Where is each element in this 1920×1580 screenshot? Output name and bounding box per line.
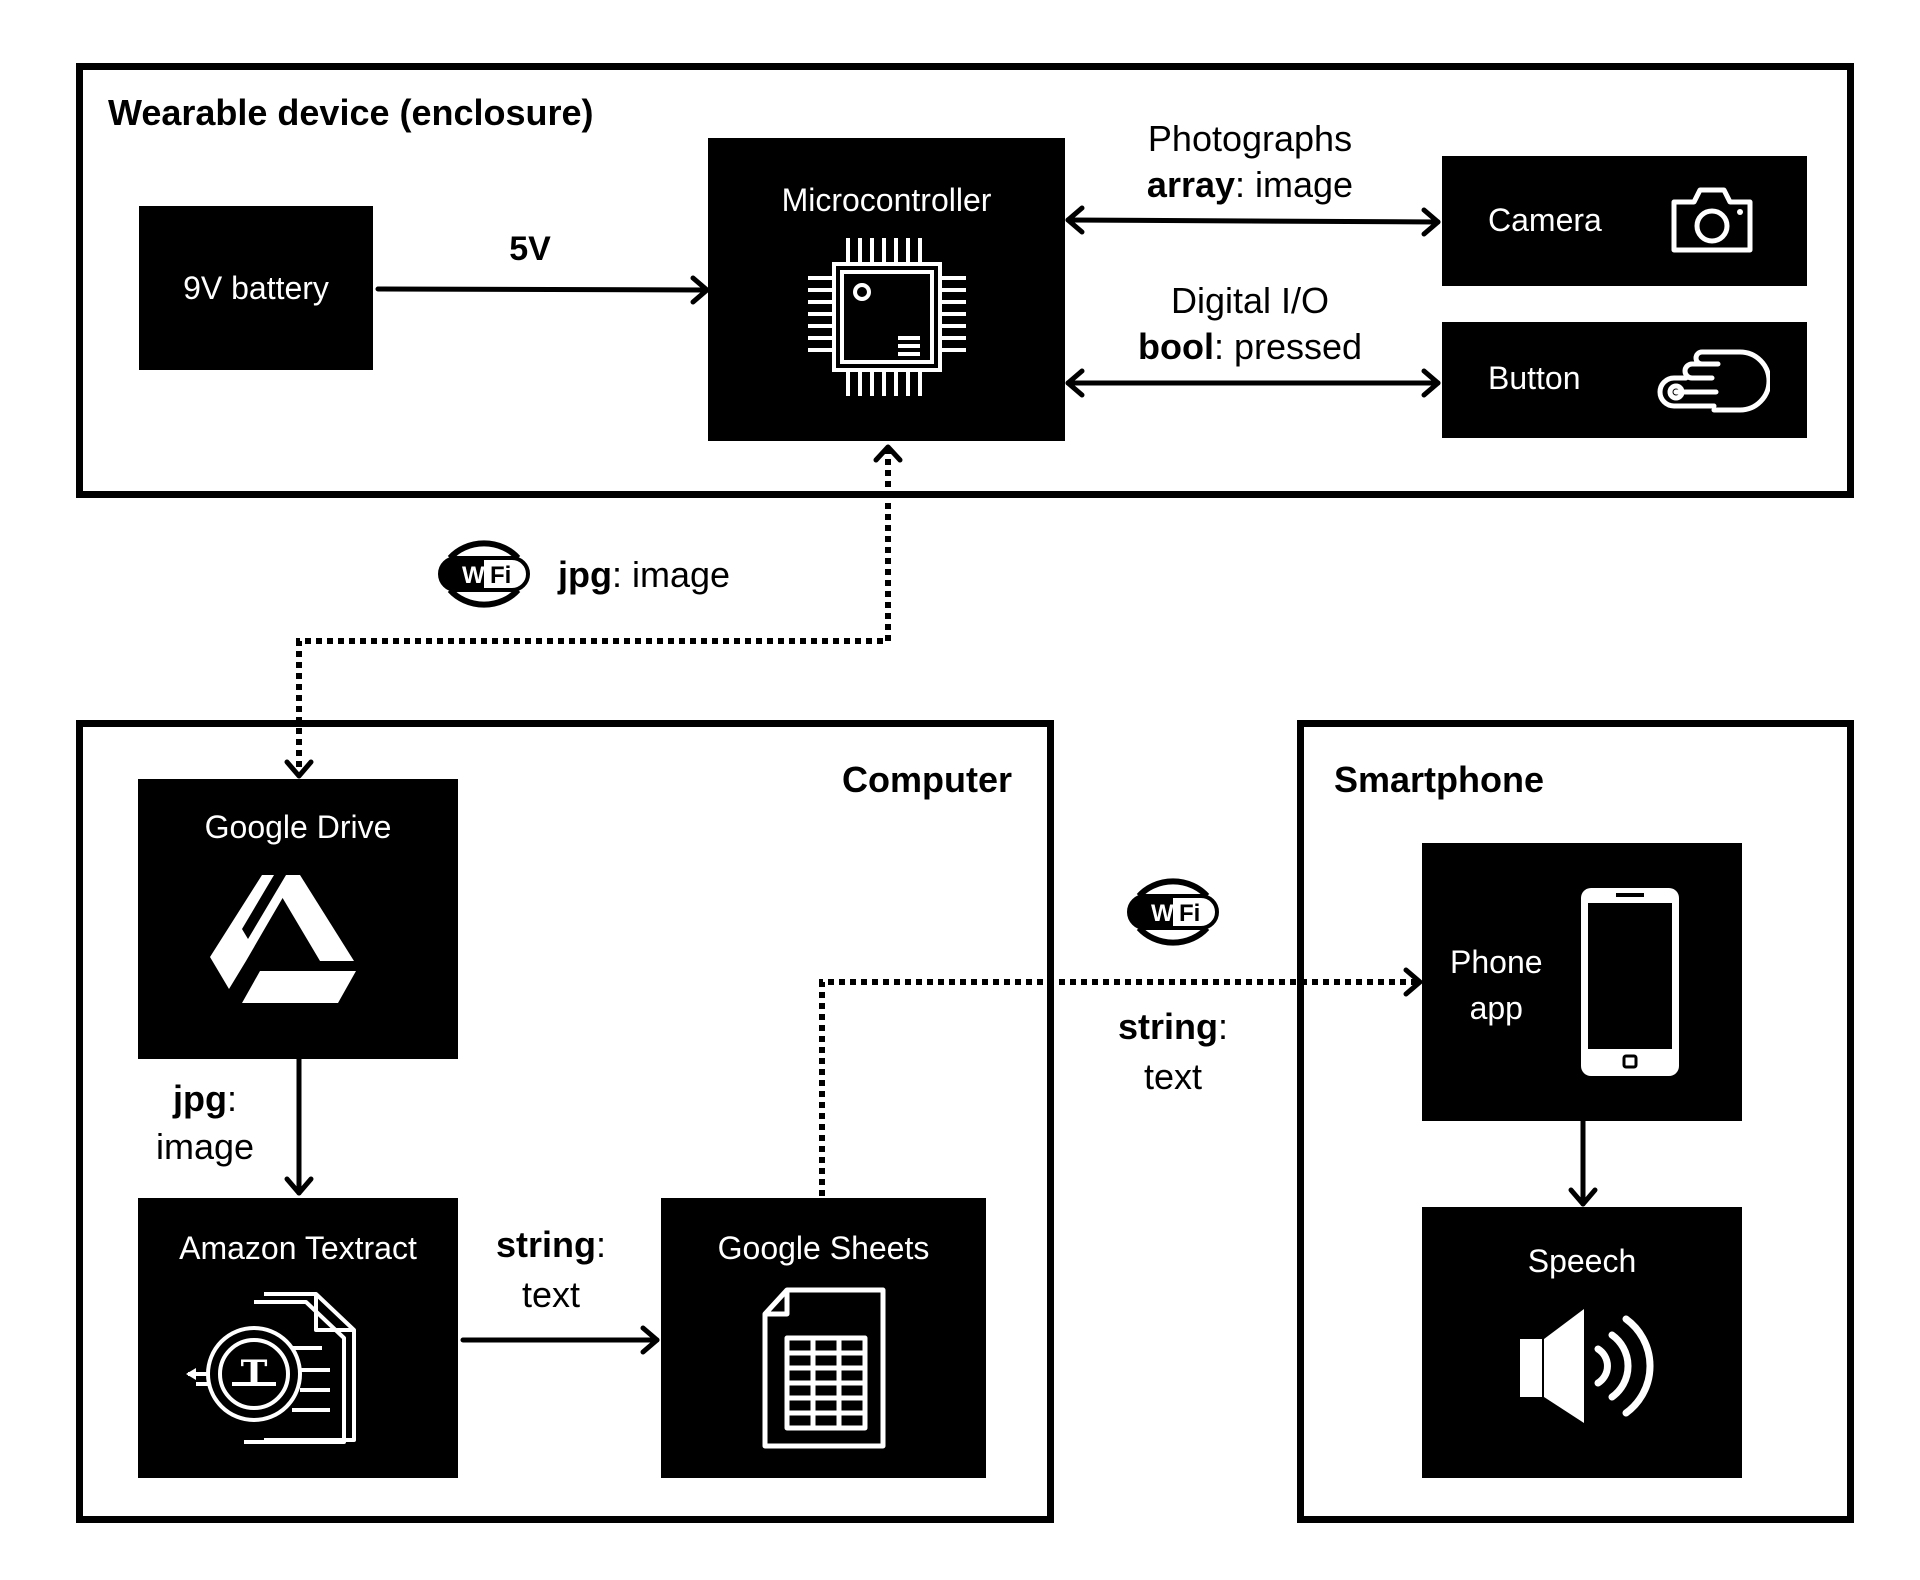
phone-app-label-line2: app xyxy=(1469,990,1523,1026)
pointing-hand-icon xyxy=(1657,349,1770,413)
speaker-icon xyxy=(1520,1309,1654,1423)
smartphone-icon xyxy=(1581,888,1679,1076)
battery-label: 9V battery xyxy=(183,270,329,306)
google-sheets-block: Google Sheets xyxy=(661,1198,986,1478)
svg-text:T: T xyxy=(241,1353,268,1395)
sheets-to-phone-type: string: xyxy=(1117,1006,1229,1047)
wifi-right-text: Fi xyxy=(1179,900,1200,927)
button-label: Button xyxy=(1488,360,1581,396)
wifi-mcu-drive-line xyxy=(296,448,891,772)
google-sheets-label: Google Sheets xyxy=(717,1230,930,1266)
google-drive-label: Google Drive xyxy=(204,809,392,845)
amazon-textract-block: Amazon Textract T xyxy=(138,1198,458,1478)
google-drive-icon xyxy=(210,875,356,1003)
drive-to-textract-value: image xyxy=(155,1126,255,1167)
sheets-to-phone-value: text xyxy=(1143,1056,1203,1097)
camera-connection-type: array: image xyxy=(1146,164,1354,205)
chip-icon xyxy=(808,238,966,396)
spreadsheet-icon xyxy=(762,1287,886,1449)
camera-connection-title: Photographs xyxy=(1147,118,1353,159)
drive-to-textract-label: jpg: image xyxy=(150,1075,260,1171)
wearable-device-title: Wearable device (enclosure) xyxy=(108,92,594,133)
wifi-icon: Wi Fi xyxy=(1127,878,1219,946)
textract-document-icon: T xyxy=(186,1292,356,1444)
battery-to-mcu-arrow xyxy=(375,286,709,293)
textract-to-sheets-label: string: text xyxy=(486,1220,616,1320)
button-connection-type: bool: pressed xyxy=(1137,326,1363,367)
camera-block: Camera xyxy=(1442,156,1807,286)
wifi-icon: Wi Fi xyxy=(438,540,530,608)
battery-voltage-label: 5V xyxy=(509,230,551,268)
microcontroller-block: Microcontroller xyxy=(708,138,1065,441)
sheets-to-phone-label: string: text xyxy=(1108,1002,1238,1102)
speech-block: Speech xyxy=(1422,1207,1742,1478)
button-connection-title: Digital I/O xyxy=(1170,280,1330,321)
phone-app-block: Phone app xyxy=(1422,843,1742,1121)
drive-to-textract-type: jpg: xyxy=(173,1078,237,1119)
amazon-textract-label: Amazon Textract xyxy=(179,1230,417,1266)
camera-label: Camera xyxy=(1488,202,1602,238)
wifi-right-text: Fi xyxy=(490,562,511,589)
textract-to-sheets-value: text xyxy=(521,1274,581,1315)
camera-icon xyxy=(1671,187,1753,253)
phone-app-label-line1: Phone xyxy=(1450,944,1543,980)
wifi-left-text: Wi xyxy=(462,562,491,589)
wifi-sheets-phone-line xyxy=(819,979,1418,1196)
computer-title: Computer xyxy=(842,759,1012,800)
wifi-upload-label: jpg: image xyxy=(558,554,731,595)
microcontroller-label: Microcontroller xyxy=(781,182,992,218)
speech-label: Speech xyxy=(1527,1243,1637,1279)
camera-connection-label: Photographs array: image xyxy=(1100,116,1400,208)
smartphone-title: Smartphone xyxy=(1334,759,1545,800)
wifi-left-text: Wi xyxy=(1151,900,1180,927)
button-connection-label: Digital I/O bool: pressed xyxy=(1100,278,1400,370)
battery-block: 9V battery xyxy=(139,206,373,370)
google-drive-block: Google Drive xyxy=(138,779,458,1059)
button-block: Button xyxy=(1442,322,1807,438)
textract-to-sheets-type: string: xyxy=(495,1224,607,1265)
phone-app-label: Phone app xyxy=(1450,939,1543,1031)
mcu-camera-arrow xyxy=(1065,217,1441,225)
